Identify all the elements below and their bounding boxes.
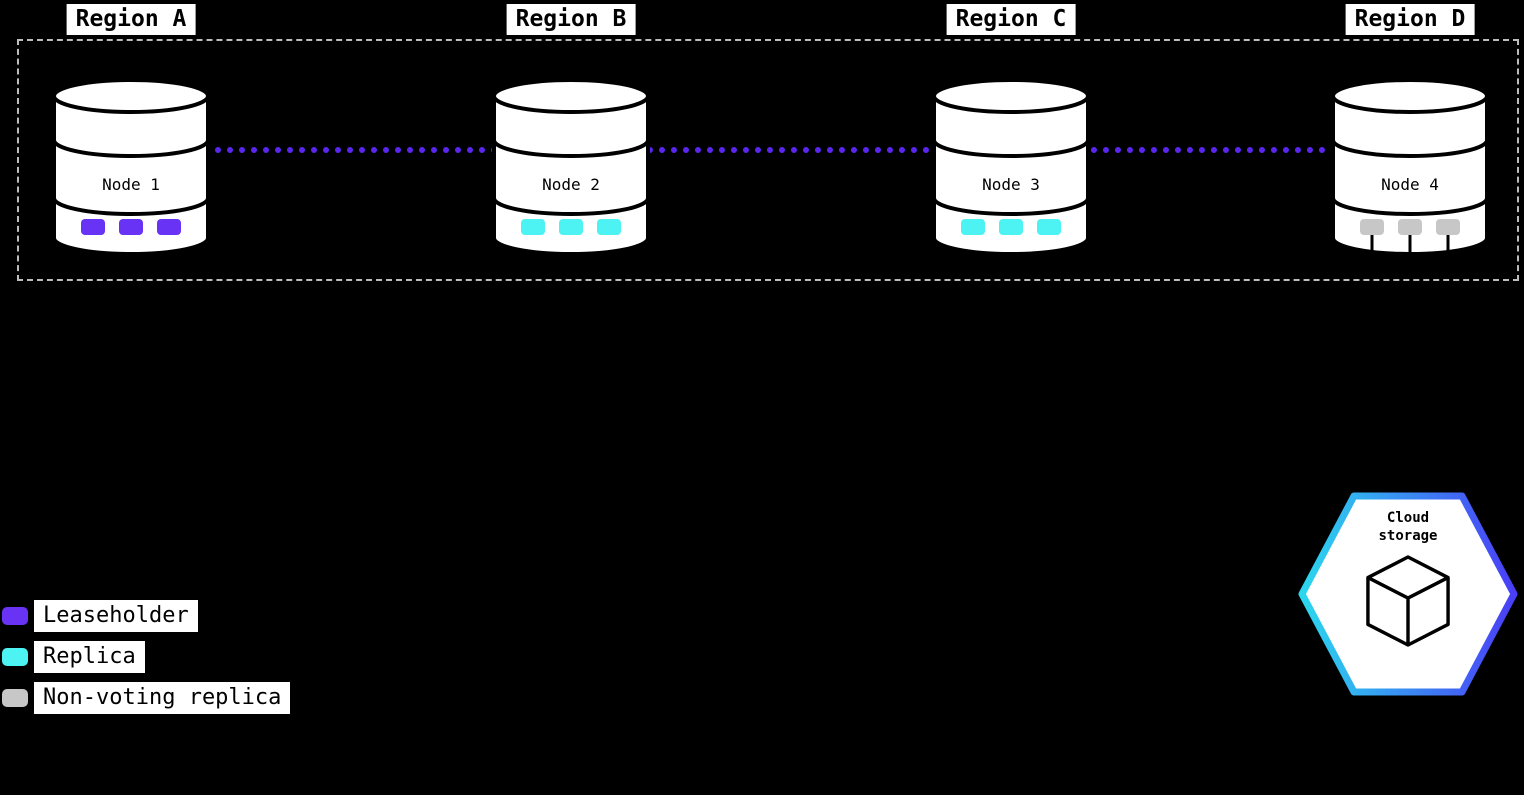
legend-item-leaseholder: Leaseholder: [2, 600, 290, 632]
hexagon-shape: [1298, 492, 1518, 696]
cylinder-top: [52, 78, 210, 114]
cluster-boundary-box: [17, 39, 1519, 281]
legend-item-replica: Replica: [2, 641, 290, 673]
node-label: Node 4: [1381, 175, 1439, 194]
legend-item-label: Replica: [34, 641, 145, 673]
region-label-b: Region B: [506, 4, 636, 35]
cylinder-divider: [932, 139, 1090, 158]
replication-connector-line: [131, 147, 1410, 153]
legend: Leaseholder Replica Non-voting replica: [2, 600, 291, 714]
cylinder-divider: [52, 197, 210, 216]
replica-square: [119, 219, 143, 235]
cylinder-divider: [1331, 139, 1489, 158]
cylinder-body: [492, 96, 650, 256]
node-label: Node 2: [542, 175, 600, 194]
replica-swatch: [2, 648, 28, 666]
replica-square: [157, 219, 181, 235]
cylinder-divider: [492, 197, 650, 216]
cylinder-divider: [492, 139, 650, 158]
replica-square: [559, 219, 583, 235]
database-cylinder-icon: Node 2: [492, 78, 650, 256]
cylinder-divider: [932, 197, 1090, 216]
cylinder-top: [932, 78, 1090, 114]
non-voting-replica-swatch: [2, 689, 28, 707]
region-label-c: Region C: [946, 4, 1076, 35]
cylinder-divider: [1331, 197, 1489, 216]
database-cylinder-icon: Node 1: [52, 78, 210, 256]
replica-square: [597, 219, 621, 235]
replica-square: [999, 219, 1023, 235]
replica-square: [521, 219, 545, 235]
cylinder-divider: [52, 139, 210, 158]
cylinder-top: [1331, 78, 1489, 114]
replica-square: [961, 219, 985, 235]
region-label-a: Region A: [66, 4, 196, 35]
database-cylinder-icon: Node 4: [1331, 78, 1489, 258]
database-cylinder-icon: Node 3: [932, 78, 1090, 256]
region-label-d: Region D: [1345, 4, 1475, 35]
node-label: Node 3: [982, 175, 1040, 194]
replica-square: [1037, 219, 1061, 235]
cylinder-body: [932, 96, 1090, 256]
replica-square: [81, 219, 105, 235]
legend-item-non-voting-replica: Non-voting replica: [2, 682, 291, 714]
cylinder-body: [52, 96, 210, 256]
replica-square: [1360, 219, 1384, 235]
hexagon-border: [1298, 492, 1518, 696]
node-3: Node 3: [931, 78, 1091, 258]
replica-square: [1398, 219, 1422, 235]
node-4: Node 4: [1330, 78, 1490, 258]
node-1: Node 1: [51, 78, 211, 258]
node-2: Node 2: [491, 78, 651, 258]
leaseholder-swatch: [2, 607, 28, 625]
cloud-storage: Cloud storage: [1297, 491, 1519, 697]
replica-square: [1436, 219, 1460, 235]
cube-icon: [1366, 555, 1450, 647]
legend-item-label: Non-voting replica: [34, 682, 291, 714]
cylinder-top: [492, 78, 650, 114]
cloud-storage-label: Cloud storage: [1378, 510, 1438, 545]
node-label: Node 1: [102, 175, 160, 194]
legend-item-label: Leaseholder: [34, 600, 198, 632]
